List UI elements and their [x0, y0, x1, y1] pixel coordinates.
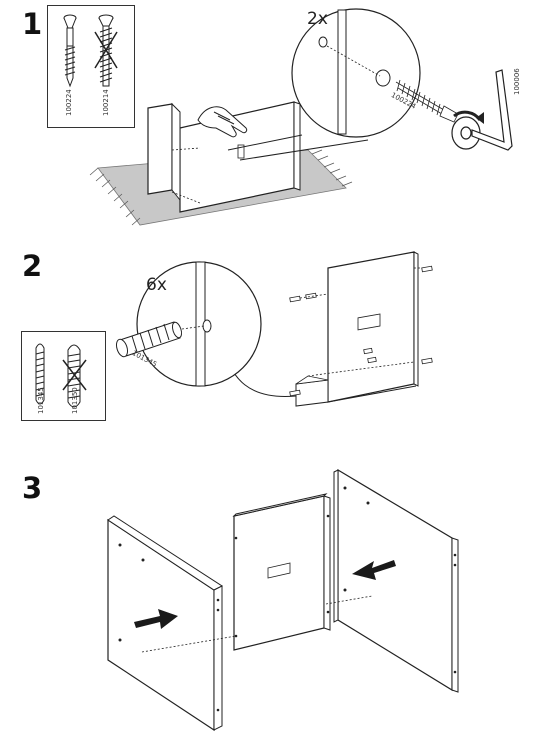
step-2-detail-magnifier [136, 261, 262, 387]
step-1-side-panel [147, 103, 173, 195]
step-3-right-panel [333, 468, 459, 693]
step-1-detail-magnifier [291, 8, 421, 138]
step-1-number: 1 [22, 7, 43, 41]
rotation-arrow-icon [476, 112, 484, 124]
cross-out-icon [62, 359, 87, 391]
wooden-dowel-icon [115, 321, 183, 358]
step-3-middle-panel [232, 493, 331, 651]
step-2-quantity: 6x [146, 275, 167, 295]
step-1-parts-box [47, 5, 135, 128]
screw-detail-icon [395, 79, 459, 123]
step-2-number: 2 [22, 249, 43, 283]
step-1-screw-illustration [63, 14, 118, 88]
step-2-panel [295, 251, 419, 407]
part-code-101350: 101350 [71, 387, 79, 414]
step-2-parts-box [21, 331, 106, 421]
dowel-101345-icon [35, 343, 45, 405]
step-2-dowel-illustration [35, 343, 87, 408]
cross-out-icon [94, 31, 118, 69]
allen-key-icon [451, 69, 513, 151]
part-code-101345: 101345 [37, 387, 45, 414]
hand-icon [197, 106, 248, 138]
push-left-arrow-icon [352, 560, 396, 580]
dowel-markers [289, 265, 433, 397]
detail-code-100006: 100006 [513, 68, 521, 95]
step-3-number: 3 [22, 471, 43, 505]
step-1-quantity: 2x [307, 9, 328, 29]
push-right-arrow-icon [134, 609, 178, 629]
cam-screw-icon [63, 14, 77, 88]
